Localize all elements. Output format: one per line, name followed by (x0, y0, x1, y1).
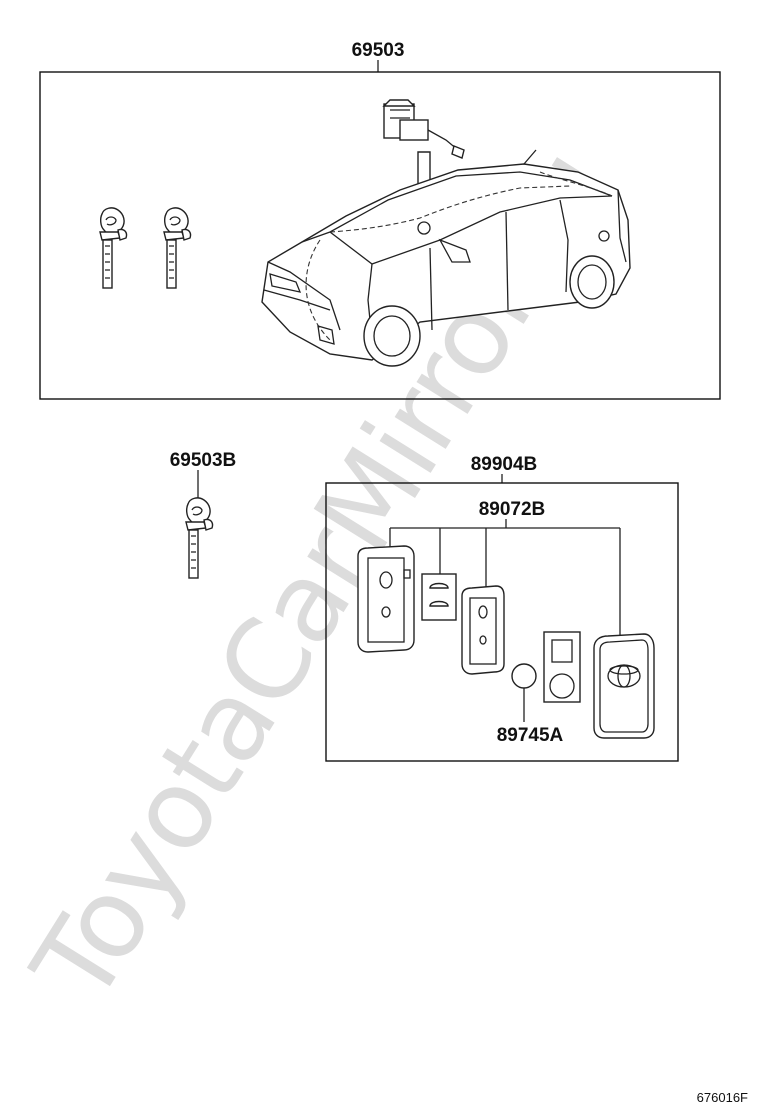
immobiliser-module-icon (382, 99, 465, 159)
main-assembly-group: 69503 (39, 40, 721, 400)
car-outline (261, 149, 631, 367)
circuit-board-icon (543, 631, 581, 703)
button-pad-icon (421, 573, 457, 621)
figure-id: 676016F (697, 1090, 748, 1105)
key-icon (185, 497, 214, 579)
case-half-icon (461, 585, 505, 675)
key-icon (99, 207, 128, 289)
transmitter-assembly-group: 89904B 89072B (325, 454, 679, 762)
assembly-frame-89904B (325, 482, 679, 762)
key-icon (163, 207, 192, 289)
callout-89904B[interactable]: 89904B (471, 454, 538, 475)
callout-89072B[interactable]: 89072B (479, 499, 546, 520)
callout-89745A[interactable]: 89745A (497, 725, 564, 746)
assembly-frame-69503 (39, 71, 721, 400)
key-fob-shell-icon (593, 633, 655, 739)
leader-89072B-branches (389, 527, 621, 636)
key-blank-group: 69503B (170, 450, 237, 579)
callout-69503B[interactable]: 69503B (170, 450, 237, 471)
callout-69503[interactable]: 69503 (352, 40, 405, 61)
case-half-icon (357, 545, 415, 653)
battery-icon (511, 663, 537, 689)
